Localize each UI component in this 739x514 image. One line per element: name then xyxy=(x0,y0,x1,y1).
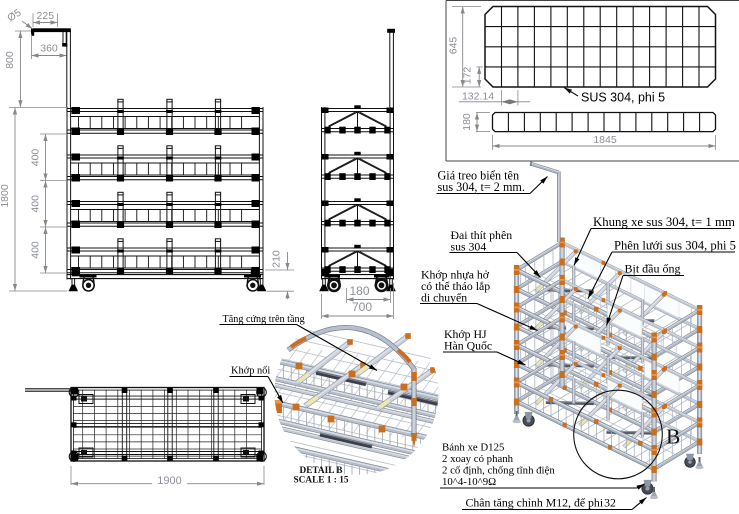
svg-text:10^4-10^9Ω: 10^4-10^9Ω xyxy=(442,476,496,488)
svg-text:700: 700 xyxy=(352,300,372,314)
svg-text:Khớp nhựa hở: Khớp nhựa hở xyxy=(421,268,490,282)
svg-text:360: 360 xyxy=(40,43,58,55)
svg-text:180: 180 xyxy=(349,284,369,298)
svg-text:SUS 304, phi 5: SUS 304, phi 5 xyxy=(581,91,665,105)
svg-text:Khớp nối: Khớp nối xyxy=(231,366,270,377)
svg-text:Tăng cứng trên tầng: Tăng cứng trên tầng xyxy=(223,314,305,325)
svg-text:Phên lưới sus 304, phi 5: Phên lưới sus 304, phi 5 xyxy=(614,239,736,253)
svg-text:2 xoay có phanh: 2 xoay có phanh xyxy=(442,453,514,465)
svg-text:B: B xyxy=(666,425,680,449)
svg-text:1845: 1845 xyxy=(593,134,617,146)
svg-text:sus 304: sus 304 xyxy=(451,240,487,254)
svg-text:DETAIL B: DETAIL B xyxy=(300,466,343,476)
svg-text:2 cố định, chống tĩnh điện: 2 cố định, chống tĩnh điện xyxy=(442,465,555,477)
svg-text:sus 304, t= 2 mm.: sus 304, t= 2 mm. xyxy=(438,180,525,194)
svg-text:210: 210 xyxy=(271,250,283,268)
svg-text:Bịt đầu ống: Bịt đầu ống xyxy=(625,262,681,276)
svg-text:645: 645 xyxy=(448,37,460,55)
svg-text:có thể tháo lắp: có thể tháo lắp xyxy=(421,279,490,293)
svg-text:di chuyển: di chuyển xyxy=(421,291,467,305)
svg-text:Chân tăng chỉnh M12, đế phi 32: Chân tăng chỉnh M12, đế phi 32 xyxy=(466,496,616,510)
svg-text:SCALE 1 : 15: SCALE 1 : 15 xyxy=(293,476,348,486)
svg-text:400: 400 xyxy=(30,241,42,259)
svg-text:1800: 1800 xyxy=(0,184,11,208)
svg-text:172: 172 xyxy=(462,67,474,85)
svg-text:400: 400 xyxy=(30,149,42,167)
svg-text:Khung xe sus 304, t= 1 mm: Khung xe sus 304, t= 1 mm xyxy=(593,215,735,229)
svg-text:400: 400 xyxy=(30,195,42,213)
svg-text:Đai thít phên: Đai thít phên xyxy=(451,228,513,242)
svg-text:Giá treo biển tên: Giá treo biển tên xyxy=(438,169,520,183)
svg-text:800: 800 xyxy=(4,51,16,69)
svg-text:225: 225 xyxy=(37,10,55,22)
svg-text:Bánh xe D125: Bánh xe D125 xyxy=(442,442,504,454)
svg-text:Khớp HJ: Khớp HJ xyxy=(444,327,487,341)
svg-text:1900: 1900 xyxy=(157,475,181,487)
svg-text:180: 180 xyxy=(461,113,473,131)
svg-text:Hàn Quốc: Hàn Quốc xyxy=(444,339,492,353)
svg-text:132.14: 132.14 xyxy=(462,91,494,103)
